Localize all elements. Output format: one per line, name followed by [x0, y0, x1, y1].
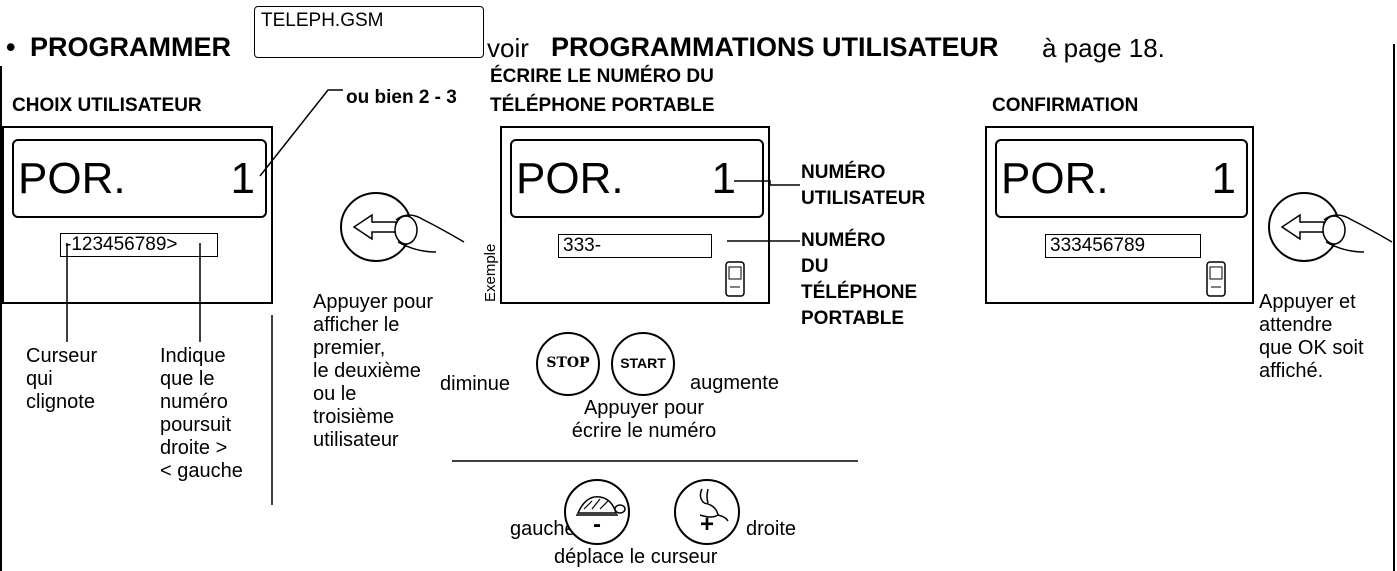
- panel1-display: POR. 1 -123456789>: [2, 126, 273, 304]
- note-cursor-move: déplace le curseur: [554, 546, 718, 568]
- panel3-number-field: 333456789: [1045, 234, 1201, 258]
- panel1-lcd-left: POR.: [18, 154, 126, 203]
- header-section: PROGRAMMATIONS UTILISATEUR: [551, 32, 999, 62]
- start-label: START: [620, 355, 666, 371]
- panel1-selector: -123456789>: [60, 233, 218, 257]
- panel3-lcd-right: 1: [1211, 154, 1236, 203]
- panel1-lcd: POR. 1: [12, 139, 267, 218]
- plus-sign: +: [699, 511, 714, 538]
- panel2-number-field: 333-: [558, 234, 712, 258]
- header-programmer: PROGRAMMER: [30, 32, 231, 62]
- panel2-display: POR. 1 333-: [500, 126, 770, 304]
- arrow-left-icon: [340, 192, 465, 262]
- panel2-title-line1: ÉCRIRE LE NUMÉRO DU: [490, 66, 714, 87]
- panel3-lcd-left: POR.: [1001, 154, 1109, 203]
- panel3-lcd: POR. 1: [995, 139, 1248, 218]
- menu-box-label: TELEPH.GSM: [261, 10, 384, 31]
- turtle-icon: [576, 496, 626, 516]
- panel2-title-line2: TÉLÉPHONE PORTABLE: [490, 95, 715, 116]
- label-augmente: augmente: [690, 372, 779, 394]
- phone-icon: [725, 261, 745, 297]
- header-page-ref: à page 18.: [1042, 33, 1165, 63]
- stop-label: STOP: [546, 355, 590, 371]
- start-button[interactable]: START: [611, 332, 675, 396]
- panel1-callout: ou bien 2 - 3: [346, 87, 457, 108]
- plus-button[interactable]: +: [674, 479, 740, 545]
- arrow-left-button-confirm[interactable]: [1264, 180, 1394, 290]
- panel3-title: CONFIRMATION: [992, 95, 1139, 116]
- panel1-title: CHOIX UTILISATEUR: [12, 95, 202, 116]
- panel2-lcd: POR. 1: [510, 139, 764, 218]
- stop-button[interactable]: STOP: [536, 332, 600, 396]
- arrow-left-button[interactable]: [336, 180, 466, 290]
- header-bullet: •: [6, 32, 16, 62]
- panel3-display: POR. 1 333456789: [985, 126, 1254, 304]
- panel2-lcd-left: POR.: [516, 154, 624, 203]
- minus-sign: -: [593, 511, 601, 538]
- hare-icon: [699, 488, 729, 522]
- minus-button[interactable]: -: [564, 479, 630, 545]
- label-droite: droite: [746, 518, 797, 540]
- panel2-lcd-right: 1: [711, 154, 736, 203]
- label-gauche: gauche: [510, 518, 576, 540]
- panel2-side-label: Exemple: [482, 243, 499, 302]
- panel1-lcd-right: 1: [230, 154, 255, 203]
- phone-icon: [1206, 261, 1226, 297]
- menu-box-teleph-gsm: TELEPH.GSM: [254, 6, 484, 58]
- header-voir: voir: [487, 33, 529, 63]
- arrow-left-icon: [1268, 192, 1393, 262]
- label-diminue: diminue: [440, 373, 511, 395]
